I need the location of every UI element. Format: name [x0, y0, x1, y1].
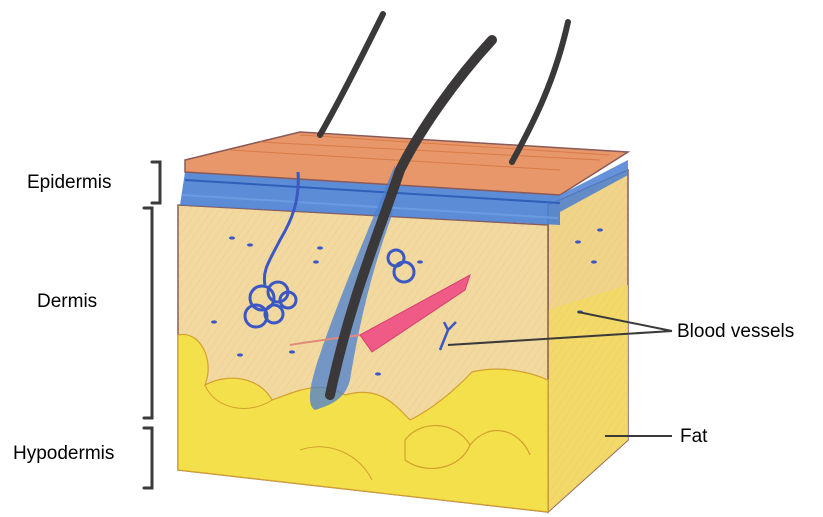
label-fat: Fat [680, 427, 707, 446]
label-blood-vessels: Blood vessels [677, 322, 794, 341]
dermis-bracket [144, 208, 152, 418]
label-hypodermis: Hypodermis [13, 444, 114, 463]
epidermis-bracket [152, 162, 160, 203]
hypodermis-bracket [144, 428, 152, 488]
layer-brackets [144, 162, 160, 488]
label-epidermis: Epidermis [27, 173, 111, 192]
label-dermis: Dermis [37, 292, 97, 311]
